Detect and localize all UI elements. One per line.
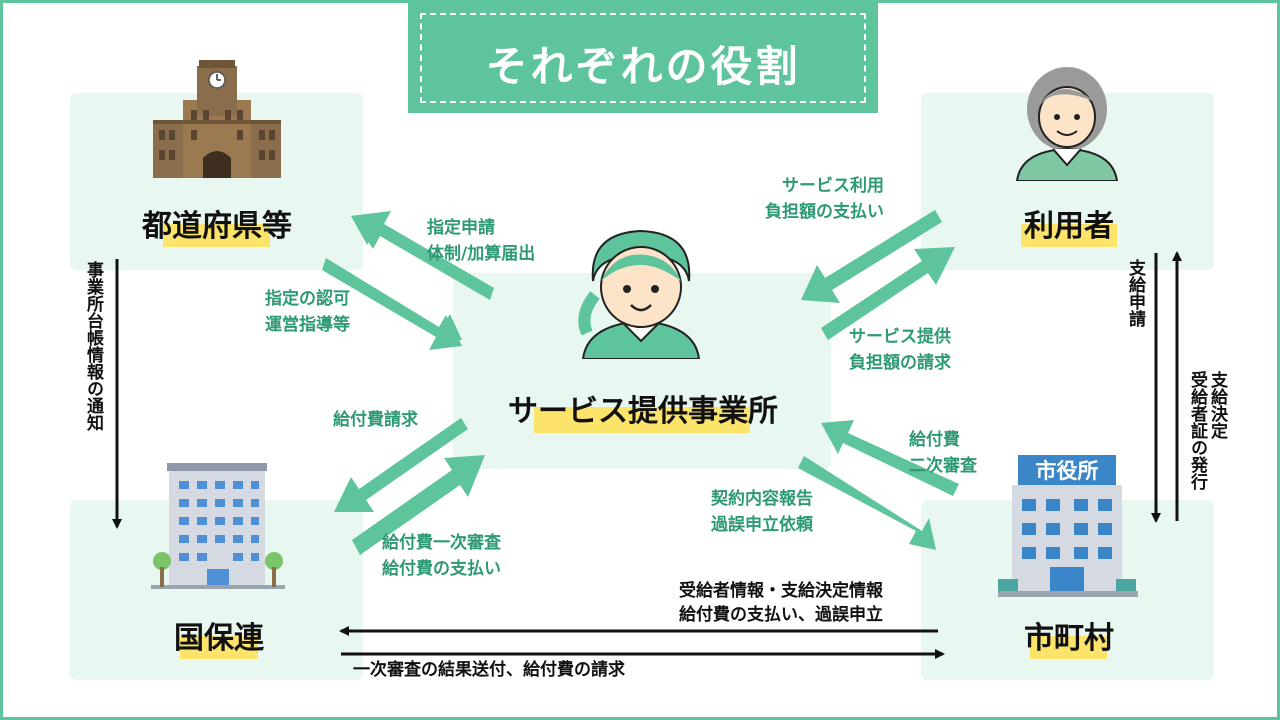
prefecture-label: 都道府県等 (142, 209, 292, 244)
label-provider-to-prefecture: 指定申請 体制/加算届出 (427, 218, 536, 264)
label-provider-to-user: サービス提供 負担額の請求 (849, 327, 951, 373)
label-user-to-municipality: 支給申請 (1125, 259, 1145, 327)
provider-label-highlight (534, 407, 750, 433)
city-hall-sign-text: 市役所 (1036, 459, 1099, 483)
municipality-label-highlight (1030, 636, 1107, 659)
arrow-provider-to-user (821, 247, 955, 340)
federation-label: 国保連 (174, 621, 264, 656)
arrow-provider-to-municipality (798, 456, 936, 550)
arrow-provider-to-federation (334, 418, 468, 512)
user-avatar-icon (1015, 67, 1119, 181)
label-prefecture-to-provider: 指定の認可 運営指導等 (265, 289, 350, 335)
title-banner: それぞれの役割 (408, 3, 878, 113)
label-provider-to-municipality: 契約内容報告 過誤申立依頼 (711, 489, 813, 535)
label-user-to-provider: サービス利用 負担額の支払い (765, 176, 884, 222)
federation-label-highlight (180, 636, 258, 659)
page-title: それぞれの役割 (485, 42, 801, 91)
label-municipality-to-user: 支給決定 受給者証の発行 (1187, 371, 1227, 490)
label-municipality-to-federation: 受給者情報・支給決定情報 給付費の支払い、過誤申立 (679, 581, 883, 625)
arrow-user-to-provider (801, 210, 942, 303)
label-provider-to-federation: 給付費請求 (333, 410, 418, 430)
user-label: 利用者 (1024, 209, 1114, 244)
label-municipality-to-provider: 給付費 二次審査 (909, 430, 977, 476)
federation-office-building-icon (151, 463, 285, 589)
label-prefecture-to-federation: 事業所台帳情報の通知 (83, 261, 103, 431)
prefecture-label-highlight (163, 224, 270, 247)
staff-person-icon (578, 229, 701, 359)
arrow-federation-to-provider (352, 455, 485, 555)
user-label-highlight (1021, 224, 1117, 247)
municipality-label: 市町村 (1024, 621, 1114, 656)
prefecture-building-icon (153, 60, 281, 178)
label-federation-to-municipality: 一次審査の結果送付、給付費の請求 (353, 660, 625, 680)
provider-label: サービス提供事業所 (508, 394, 778, 429)
arrow-prefecture-to-provider-body (322, 258, 462, 350)
label-federation-to-provider: 給付費一次審査 給付費の支払い (382, 533, 501, 579)
arrow-municipality-to-provider (821, 420, 959, 496)
title-dashed-border: それぞれの役割 (420, 13, 866, 103)
city-hall-building-icon: 市役所 (998, 455, 1138, 597)
arrow-provider-to-prefecture-body (351, 211, 494, 300)
arrow-layer (112, 210, 1182, 659)
